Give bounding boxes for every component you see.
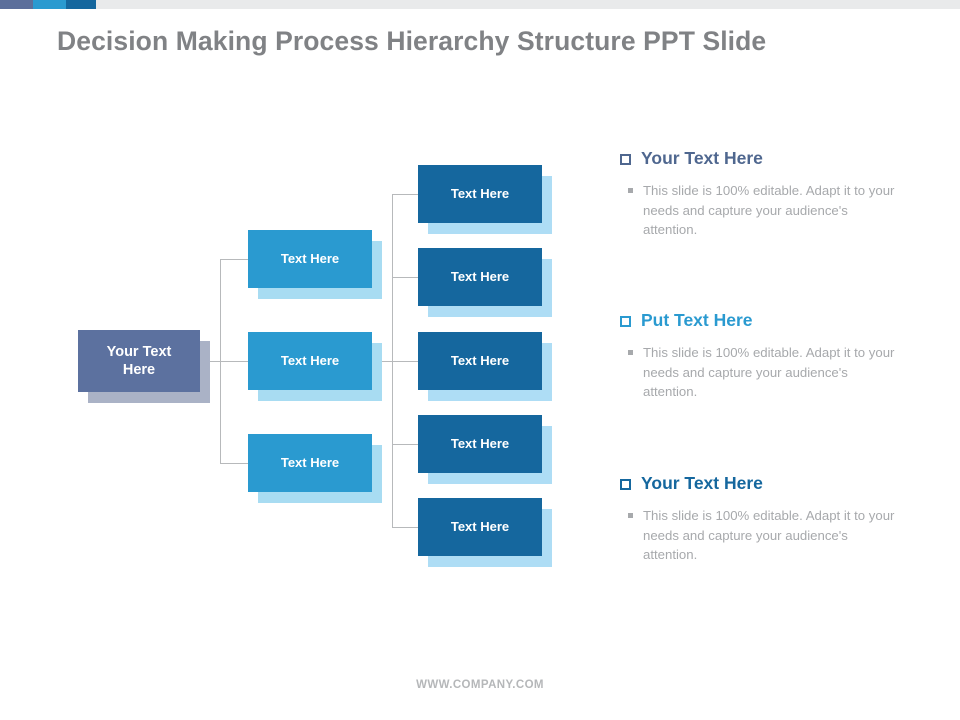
square-bullet-icon <box>620 316 631 327</box>
page-title: Decision Making Process Hierarchy Struct… <box>57 26 767 56</box>
node-right-3-plate: Text Here <box>418 332 542 390</box>
text-block-3-heading-label: Your Text Here <box>641 473 763 493</box>
text-block-2-heading: Put Text Here <box>620 310 920 331</box>
text-panel: Your Text Here This slide is 100% editab… <box>620 0 950 720</box>
node-right-1-plate: Text Here <box>418 165 542 223</box>
accent-segment-slate <box>0 0 33 9</box>
connector-middle-stub-3 <box>220 463 248 464</box>
hierarchy-diagram: Your Text Here Text Here Text Here Text … <box>78 165 552 567</box>
connector-mid-to-right-stub <box>372 361 392 362</box>
node-root-plate: Your Text Here <box>78 330 200 392</box>
connector-root-stub <box>200 361 220 362</box>
node-right-5-label: Text Here <box>450 518 510 534</box>
node-right-5-plate: Text Here <box>418 498 542 556</box>
accent-segment-blue <box>33 0 66 9</box>
node-middle-3-plate: Text Here <box>248 434 372 492</box>
connector-right-stub-3 <box>392 361 418 362</box>
accent-segment-gray <box>96 0 960 9</box>
bullet-icon <box>628 188 633 193</box>
text-block-1-body: This slide is 100% editable. Adapt it to… <box>628 181 920 240</box>
text-block-3-body: This slide is 100% editable. Adapt it to… <box>628 506 920 565</box>
node-right-1-label: Text Here <box>450 185 510 201</box>
top-accent-bar <box>0 0 960 9</box>
node-middle-2-label: Text Here <box>280 352 340 368</box>
text-block-2-heading-label: Put Text Here <box>641 310 753 330</box>
node-right-4-plate: Text Here <box>418 415 542 473</box>
connector-middle-stub-1 <box>220 259 248 260</box>
text-block-2: Put Text Here This slide is 100% editabl… <box>620 310 920 402</box>
text-block-1-heading-label: Your Text Here <box>641 148 763 168</box>
text-block-1-body-text: This slide is 100% editable. Adapt it to… <box>643 183 895 238</box>
connector-right-trunk <box>392 194 393 527</box>
text-block-3-body-text: This slide is 100% editable. Adapt it to… <box>643 508 895 563</box>
connector-right-stub-2 <box>392 277 418 278</box>
node-root-label: Your Text Here <box>107 343 172 379</box>
connector-middle-stub-2 <box>220 361 248 362</box>
text-block-2-body-text: This slide is 100% editable. Adapt it to… <box>643 345 895 400</box>
square-bullet-icon <box>620 479 631 490</box>
accent-segment-dark-blue <box>66 0 96 9</box>
node-middle-2-plate: Text Here <box>248 332 372 390</box>
node-right-2-label: Text Here <box>450 268 510 284</box>
text-block-3-heading: Your Text Here <box>620 473 920 494</box>
node-right-2-plate: Text Here <box>418 248 542 306</box>
connector-right-stub-4 <box>392 444 418 445</box>
node-right-4-label: Text Here <box>450 435 510 451</box>
node-middle-1-label: Text Here <box>280 250 340 266</box>
connector-right-stub-5 <box>392 527 418 528</box>
bullet-icon <box>628 350 633 355</box>
node-right-3-label: Text Here <box>450 352 510 368</box>
node-root-label-line2: Here <box>122 362 156 378</box>
text-block-1-heading: Your Text Here <box>620 148 920 169</box>
node-root-label-line1: Your Text <box>106 343 172 360</box>
footer-url: WWW.COMPANY.COM <box>416 679 544 691</box>
bullet-icon <box>628 513 633 518</box>
text-block-1: Your Text Here This slide is 100% editab… <box>620 148 920 240</box>
node-middle-1-plate: Text Here <box>248 230 372 288</box>
connector-right-stub-1 <box>392 194 418 195</box>
node-middle-3-label: Text Here <box>280 454 340 470</box>
text-block-3: Your Text Here This slide is 100% editab… <box>620 473 920 565</box>
square-bullet-icon <box>620 154 631 165</box>
text-block-2-body: This slide is 100% editable. Adapt it to… <box>628 343 920 402</box>
